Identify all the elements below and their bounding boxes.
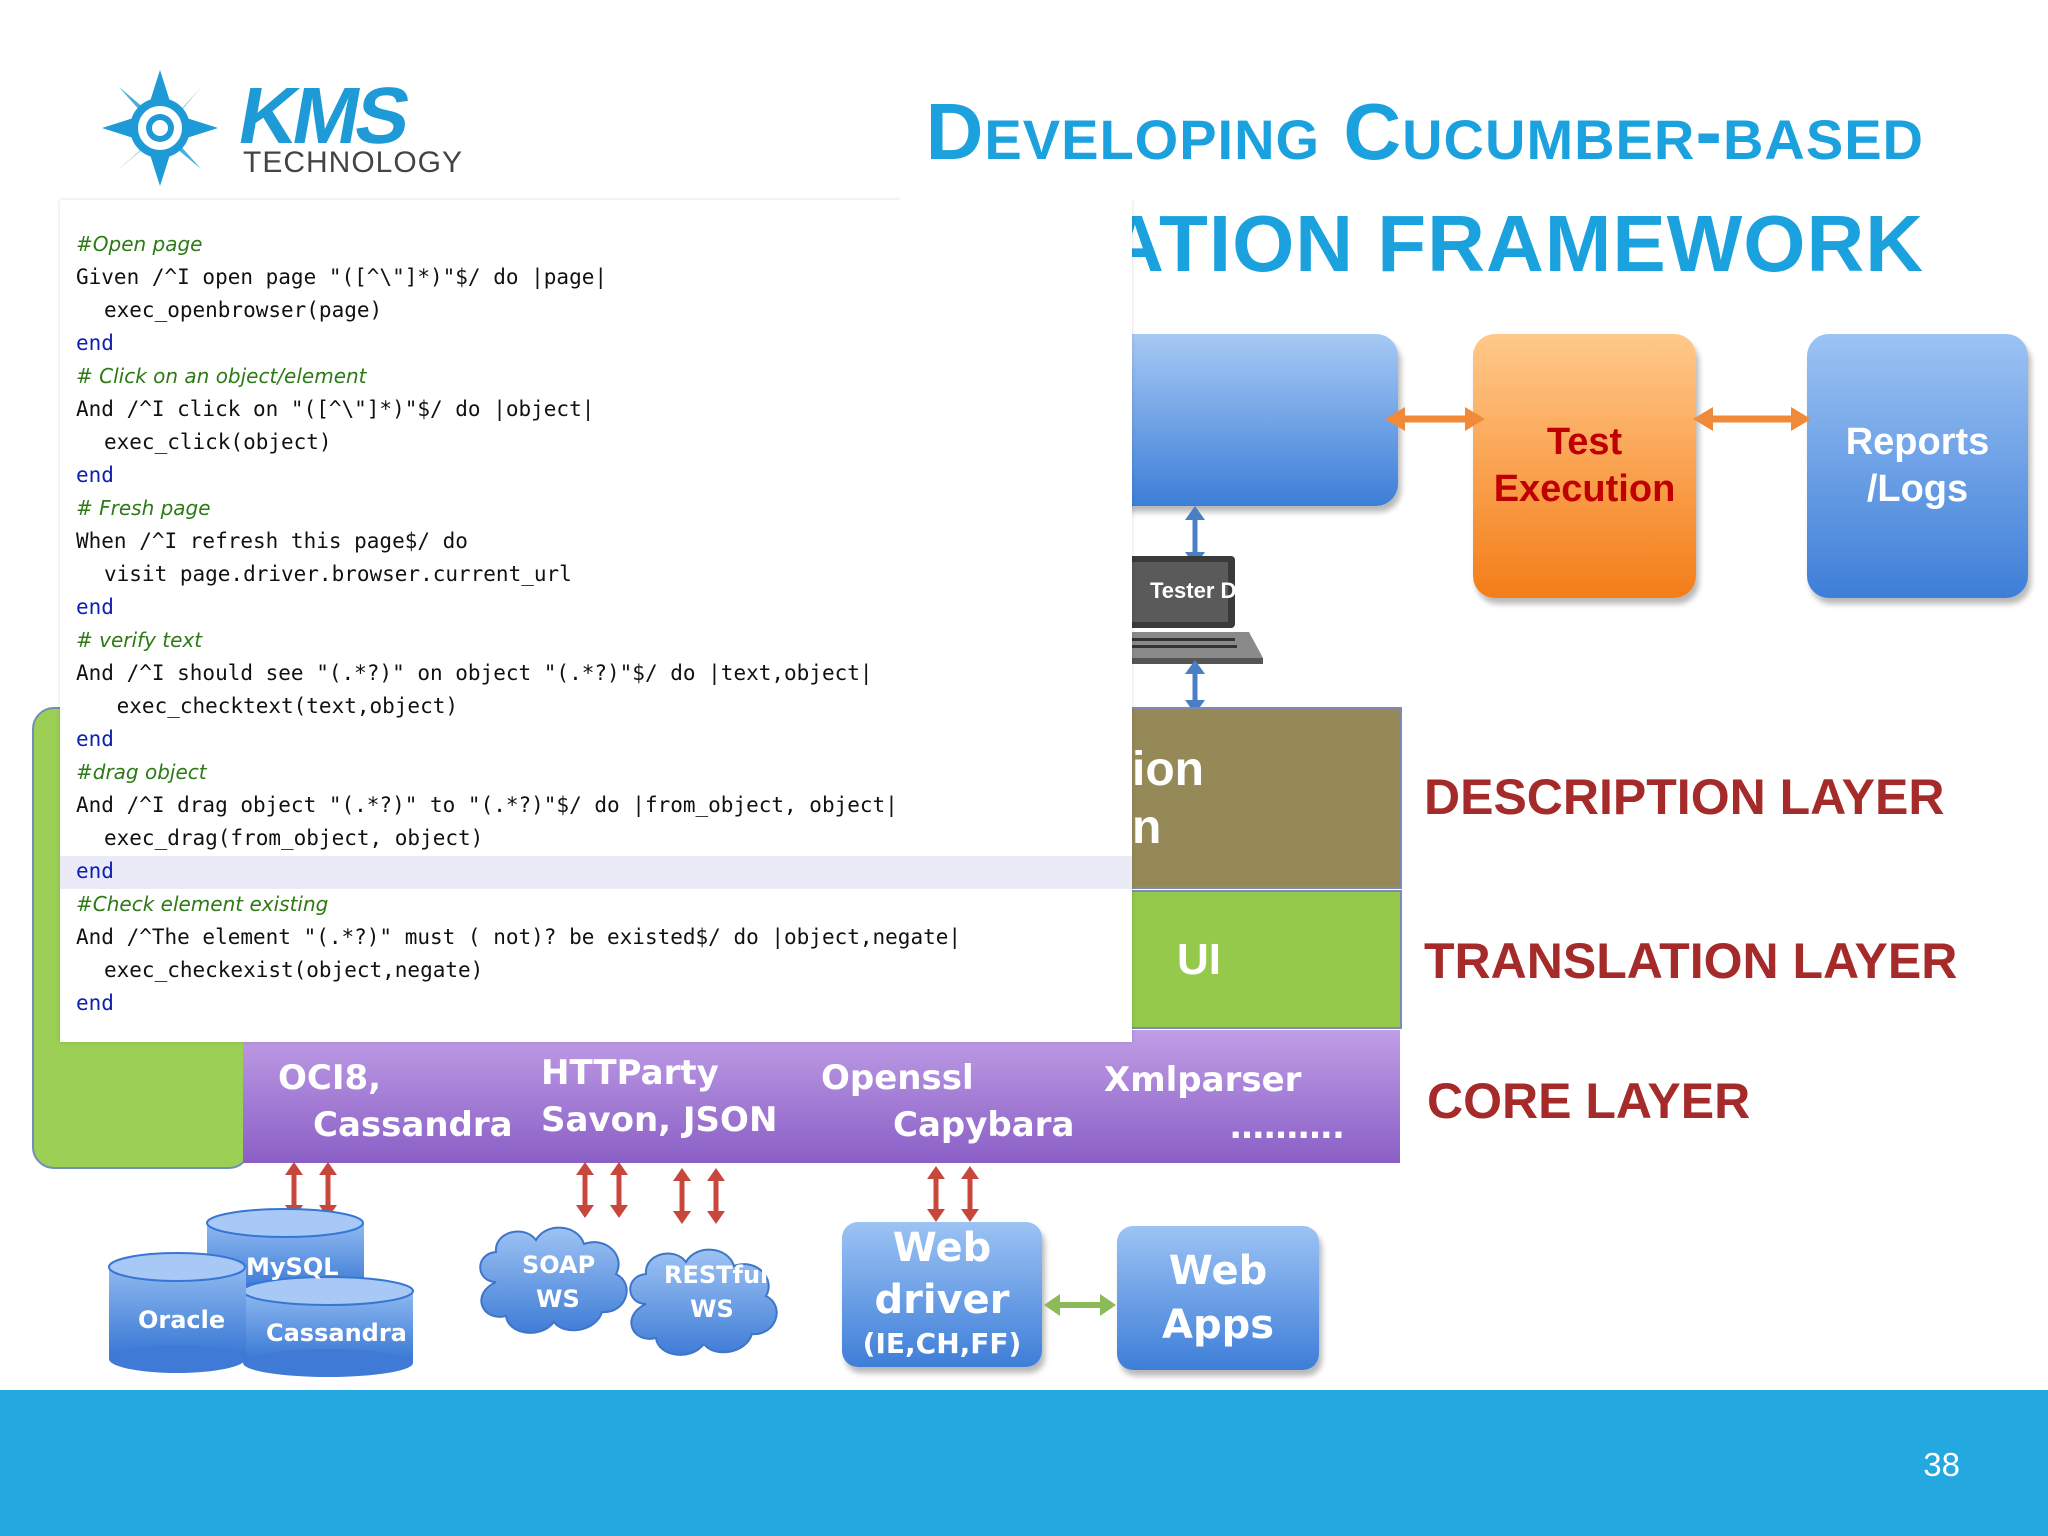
code-line: exec_checkexist(object,negate) [104,958,484,982]
code-line: exec_checktext(text,object) [104,694,459,718]
code-line: exec_drag(from_object, object) [104,826,484,850]
core-layer-label: CORE LAYER [1427,1073,1751,1129]
code-line: end [76,595,114,619]
web-driver-label: driver [874,1277,1010,1323]
code-line: end [76,463,114,487]
code-line: And /^I click on "([^\"]*)"$/ do |object… [76,397,595,421]
web-driver-label: Web [892,1225,992,1271]
code-comment-line: #Open page [76,232,203,256]
restful-label: RESTful [664,1261,769,1289]
code-comment-line: # verify text [76,628,203,652]
core-lib-label: ………. [1230,1107,1345,1147]
vertical-arrow-icon [673,1168,725,1224]
vertical-arrow-icon [576,1162,628,1218]
core-layer-box [243,1030,1400,1163]
core-lib-label: Xmlparser [1104,1060,1302,1100]
code-comment-line: # Fresh page [76,496,211,520]
logo-wordmark: KMS [232,71,414,160]
vertical-arrow-icon [1185,660,1205,714]
code-comment-line: # Click on an object/element [76,364,367,388]
mysql-label: MySQL [246,1253,339,1281]
code-line: Given /^I open page "([^\"]*)"$/ do |pag… [76,265,608,289]
double-arrow-icon [1044,1294,1116,1316]
description-layer-label: DESCRIPTION LAYER [1424,769,1945,825]
code-line: end [76,331,114,355]
core-lib-label: HTTParty [541,1053,719,1093]
kms-logo-icon [102,70,218,186]
web-apps-label: Web [1168,1248,1268,1294]
core-lib-label: OCI8, [278,1058,382,1098]
code-line: And /^The element "(.*?)" must ( not)? b… [76,925,962,949]
oracle-label: Oracle [138,1306,226,1334]
code-line: And /^I drag object "(.*?)" to "(.*?)"$/… [76,793,898,817]
title-overlap-mask [900,196,1132,244]
translation-layer-label: TRANSLATION LAYER [1424,933,1958,989]
code-line: end [76,727,114,751]
soap-label: SOAP [522,1251,596,1279]
core-lib-label: Openssl [821,1058,974,1098]
core-lib-label: Capybara [893,1105,1075,1145]
reports-logs-box: Reports /Logs [1807,334,2028,598]
logo-subtitle: TECHNOLOGY [243,146,464,179]
core-lib-label: Cassandra [313,1105,513,1145]
code-line: visit page.driver.browser.current_url [104,562,572,586]
code-line: When /^I refresh this page$/ do [76,529,468,553]
vertical-arrow-icon [927,1166,979,1222]
reports-logs-label: Reports /Logs [1845,421,1990,510]
slide-title-line-2: MATION FRAMEWORK [1038,199,1924,288]
description-box-text: n [1132,801,1162,854]
code-line: end [76,991,114,1015]
web-apps-label: Apps [1161,1302,1275,1348]
test-execution-box: Test Execution [1473,334,1696,598]
soap-cloud-icon [479,1226,778,1356]
code-line: exec_click(object) [104,430,332,454]
code-comment-line: #drag object [76,760,207,784]
slide-title-line-1: Developing Cucumber-based [925,87,1924,176]
footer-band [0,1390,2048,1536]
core-lib-label: Savon, JSON [541,1100,778,1140]
web-driver-box: Web driver (IE,CH,FF) [842,1222,1042,1367]
restful-ws-label: WS [690,1295,734,1323]
current-line-highlight [60,856,1132,889]
double-arrow-icon [1693,407,1811,431]
page-number: 38 [1923,1446,1960,1483]
tester-label: Tester D [1150,578,1237,603]
web-apps-box: Web Apps [1117,1226,1319,1370]
cassandra-db-label: Cassandra [266,1319,407,1347]
laptop-icon [1105,556,1263,664]
code-line: And /^I should see "(.*?)" on object "(.… [76,661,873,685]
description-box-text: ion [1132,743,1204,796]
code-line: exec_openbrowser(page) [104,298,383,322]
web-driver-browsers: (IE,CH,FF) [862,1327,1022,1360]
double-arrow-icon [1385,407,1485,431]
database-cylinders-icon [108,1208,414,1377]
translation-box-text: UI [1177,935,1221,984]
code-line: end [76,859,114,883]
soap-ws-label: WS [536,1285,580,1313]
code-comment-line: #Check element existing [76,892,329,916]
test-execution-label: Test Execution [1493,421,1676,510]
